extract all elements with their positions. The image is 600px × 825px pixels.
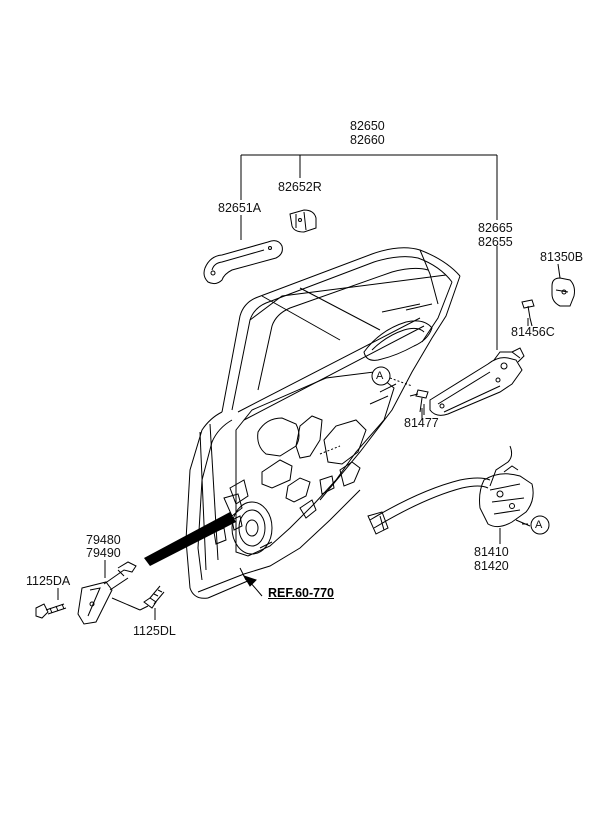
part-number-81477: 81477 (404, 416, 439, 430)
door-latch (367, 445, 534, 535)
part-number-82655: 82655 (478, 235, 513, 249)
part-number-81420: 81420 (474, 559, 509, 573)
part-number-1125DL: 1125DL (133, 624, 176, 638)
door-checker (77, 561, 137, 625)
screw-81456C (521, 299, 535, 327)
callout-a1-label: A (376, 370, 384, 382)
part-number-81350B: 81350B (540, 250, 584, 264)
part-number-81410: 81410 (474, 545, 509, 559)
part-number-81456C: 81456C (511, 325, 555, 339)
callout-circle-a1 (371, 366, 391, 386)
leaders-right (423, 263, 561, 544)
handle-cover (289, 209, 317, 233)
ref-arrow (242, 575, 263, 597)
pointer-wedge-tip (223, 493, 243, 517)
bolt-1125DA (35, 603, 67, 619)
part-number-82660: 82660 (350, 133, 385, 147)
part-number-82651A: 82651A (218, 201, 262, 215)
leader-82650 (240, 154, 498, 350)
leaders-lower-left (57, 560, 156, 620)
callout-circle-a2 (530, 515, 550, 535)
cap-81350B (551, 277, 575, 307)
outside-handle (203, 240, 283, 285)
part-number-1125DA: 1125DA (26, 574, 71, 588)
callout-a2-label: A (535, 519, 543, 531)
part-number-82650: 82650 (350, 119, 385, 133)
bolt-81477 (409, 389, 429, 420)
reference-link[interactable]: REF.60-770 (268, 586, 335, 600)
part-number-79480: 79480 (86, 533, 121, 547)
pointer-wedge (144, 512, 236, 566)
part-number-82652R: 82652R (278, 180, 322, 194)
bolt-1125DL (143, 585, 165, 609)
door-shell (185, 247, 461, 599)
handle-frame (429, 347, 525, 416)
part-number-82665: 82665 (478, 221, 513, 235)
part-number-79490: 79490 (86, 546, 121, 560)
